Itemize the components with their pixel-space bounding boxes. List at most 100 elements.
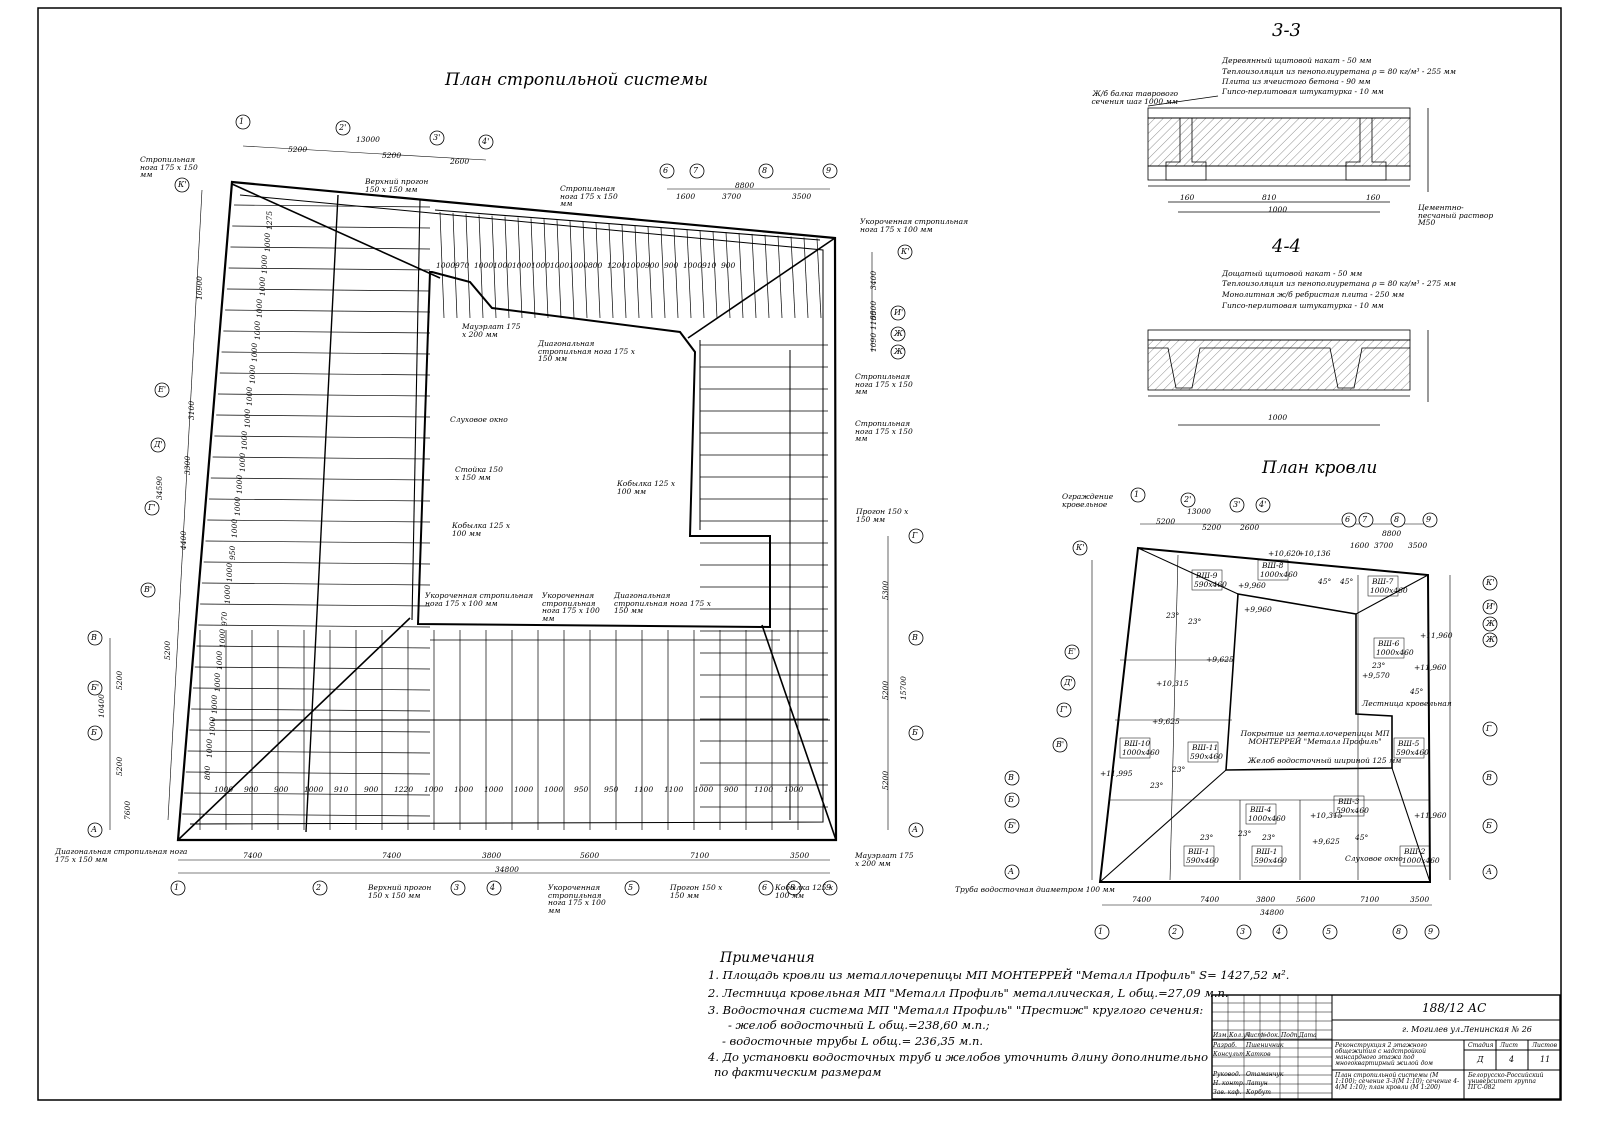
roof-slope-angle-2: 45°	[1318, 577, 1332, 586]
rafter-leg-n-23	[738, 232, 744, 319]
spacing-top-9: 1200	[607, 261, 627, 270]
rafter-dim-top-5: 1600	[676, 192, 696, 201]
spacing-top-11: 900	[645, 261, 660, 270]
label-rafter-leg-e2: Стропильная нога 175 х 150 мм	[855, 419, 913, 443]
rafter-leg-n-2	[465, 213, 471, 319]
spacing-bottom-14: 1100	[634, 785, 654, 794]
rafter-leg-w-3	[228, 267, 431, 271]
roof-axis-bottom-5-circle	[1392, 924, 1408, 940]
label-rafter-leg-e1: Стропильная нога 175 х 150 мм	[855, 372, 913, 396]
rafter-axis-bottom-1-circle	[312, 880, 328, 896]
tb-header-col-4: Подп.	[1281, 1032, 1300, 1039]
tb-sheet-hdr: Лист	[1500, 1042, 1518, 1049]
roof-axis-right-6: Б	[1486, 821, 1492, 830]
section-4-4-drawing	[1147, 329, 1429, 426]
rafter-axis-top-1-circle	[335, 120, 351, 136]
label-kobylka-center: Кобылка 125 х 100 мм	[617, 479, 676, 496]
label-short-rafter-sw: Укороченная стропильная нога 175 х 100 м…	[425, 591, 534, 608]
spacing-bottom-12: 950	[574, 785, 589, 794]
spacing-top-5: 1000	[531, 261, 551, 270]
rafter-leg-w-24	[191, 708, 431, 712]
section-4-4-title: 4-4	[1272, 236, 1301, 257]
spacing-left-22: 1000	[210, 694, 219, 714]
rafter-axis-bottom-2: 3	[454, 883, 460, 892]
rafter-axis-bottom-2-circle	[450, 880, 466, 896]
tb-project: Реконструкция 2 этажного общежития с над…	[1335, 1042, 1433, 1067]
roof-label-dormer: Слуховое окно	[1345, 854, 1403, 863]
section33-slab	[1147, 165, 1411, 181]
roof-dim-bottom-5: 3500	[1410, 895, 1430, 904]
diagonal-rafter-nw	[231, 183, 441, 279]
rafter-dim-right-4: 5300	[881, 580, 890, 600]
rafter-axis-top-3: 4'	[482, 137, 490, 146]
rafter-leg-w-12	[212, 456, 431, 460]
roof-elevation-mark-0: +10,620	[1268, 549, 1301, 558]
roof-axis-bottom-2-circle	[1236, 924, 1252, 940]
roof-axis-left-7-circle	[1004, 792, 1020, 808]
spacing-bottom-8: 1000	[454, 785, 474, 794]
rafter-axis-left-4: В'	[144, 585, 153, 594]
tb-header-col-1: Кол.уч	[1229, 1032, 1251, 1039]
roof-window-name-5: ВШ-11	[1192, 743, 1219, 752]
label-kobylka-bottom: Кобылка 125 х 100 мм	[775, 883, 834, 900]
roof-elevation-mark-1: +10,136	[1298, 549, 1331, 558]
rafter-axis-right-4-circle	[908, 528, 924, 544]
rafter-leg-w-29	[182, 813, 431, 817]
note-4b: по фактическим размерам	[714, 1065, 882, 1079]
rafter-axis-left-2-circle	[150, 437, 166, 453]
rafter-axis-right-5: В	[912, 633, 918, 642]
s33-mortar-label: Цементно-песчаный раствор М50	[1418, 203, 1494, 227]
rafter-axis-left-1-circle	[154, 382, 170, 398]
s44-layer-3: Монолитная ж/б ребристая плита - 250 мм	[1222, 290, 1405, 299]
roof-slope-angle-0: 23°	[1166, 611, 1180, 620]
roof-axis-top-2: 3'	[1233, 500, 1241, 509]
tb-role-2: Руковод.	[1213, 1071, 1241, 1078]
note-3: 3. Водосточная система МП "Металл Профил…	[708, 1003, 1204, 1017]
rafter-dim-top-4: 8800	[735, 181, 755, 190]
label-purlin-east: Прогон 150 х 150 мм	[856, 507, 909, 524]
rafter-leg-n-16	[647, 226, 653, 319]
roof-hip-ne	[1355, 574, 1429, 615]
rafter-axis-left-4-circle	[140, 582, 156, 598]
rafter-dim-left-1: 3100	[187, 400, 196, 420]
rafter-leg-w-0	[234, 204, 431, 208]
roof-dim-bottom-4: 7100	[1360, 895, 1380, 904]
spacing-bottom-15: 1100	[664, 785, 684, 794]
rafter-axis-left-7: Б	[91, 728, 97, 737]
roof-dim-top-1: 5200	[1156, 517, 1176, 526]
spacing-left-16: 1000	[225, 562, 234, 582]
note-4: 4. До установки водосточных труб и желоб…	[708, 1050, 1208, 1064]
rafter-dim-left-6: 5200	[115, 670, 124, 690]
section33-beam-right	[1345, 118, 1387, 181]
roof-axis-right-5: В	[1486, 773, 1492, 782]
rafter-dim-left-5: 34590	[155, 476, 164, 500]
roof-window-size-5: 590х460	[1190, 752, 1223, 761]
roof-axis-left-2-circle	[1060, 675, 1076, 691]
roof-window-size-11: 1000х460	[1402, 856, 1440, 865]
rafter-dim-top-7: 3500	[792, 192, 812, 201]
roof-slope-angle-1: 23°	[1188, 617, 1202, 626]
rafter-axis-left-5: В	[91, 633, 97, 642]
spacing-bottom-16: 1000	[694, 785, 714, 794]
spacing-left-19: 1000	[217, 628, 227, 648]
spacing-left-12: 1000	[235, 474, 244, 494]
spacing-left-13: 1000	[232, 496, 242, 516]
label-short-rafter-ne: Укороченная стропильная нога 175 х 100 м…	[860, 217, 969, 234]
roof-elevation-mark-2: +9,960	[1238, 581, 1266, 590]
rafter-leg-w-9	[217, 393, 431, 397]
rafter-dim-left-0: 10900	[195, 276, 204, 300]
roof-axis-bottom-2: 3	[1240, 927, 1246, 936]
label-purlin-bottom: Прогон 150 х 150 мм	[670, 883, 723, 900]
spacing-top-4: 1000	[512, 261, 532, 270]
rafter-leg-n-26	[777, 235, 783, 319]
roof-window-name-3: ВШ-6	[1378, 639, 1400, 648]
rafter-leg-w-20	[198, 624, 431, 628]
rafter-axis-top-2: 3'	[433, 133, 441, 142]
roof-window-size-2: 1000х460	[1370, 586, 1408, 595]
roof-label-fence: Ограждение кровельное	[1062, 492, 1114, 509]
roof-axis-top-4: 6	[1345, 515, 1351, 524]
roof-dim-top-2: 5200	[1202, 523, 1222, 532]
roof-axis-left-3: Г'	[1060, 705, 1068, 714]
roof-window-size-9: 590х460	[1186, 856, 1219, 865]
rafter-axis-left-2: Д'	[154, 440, 163, 449]
